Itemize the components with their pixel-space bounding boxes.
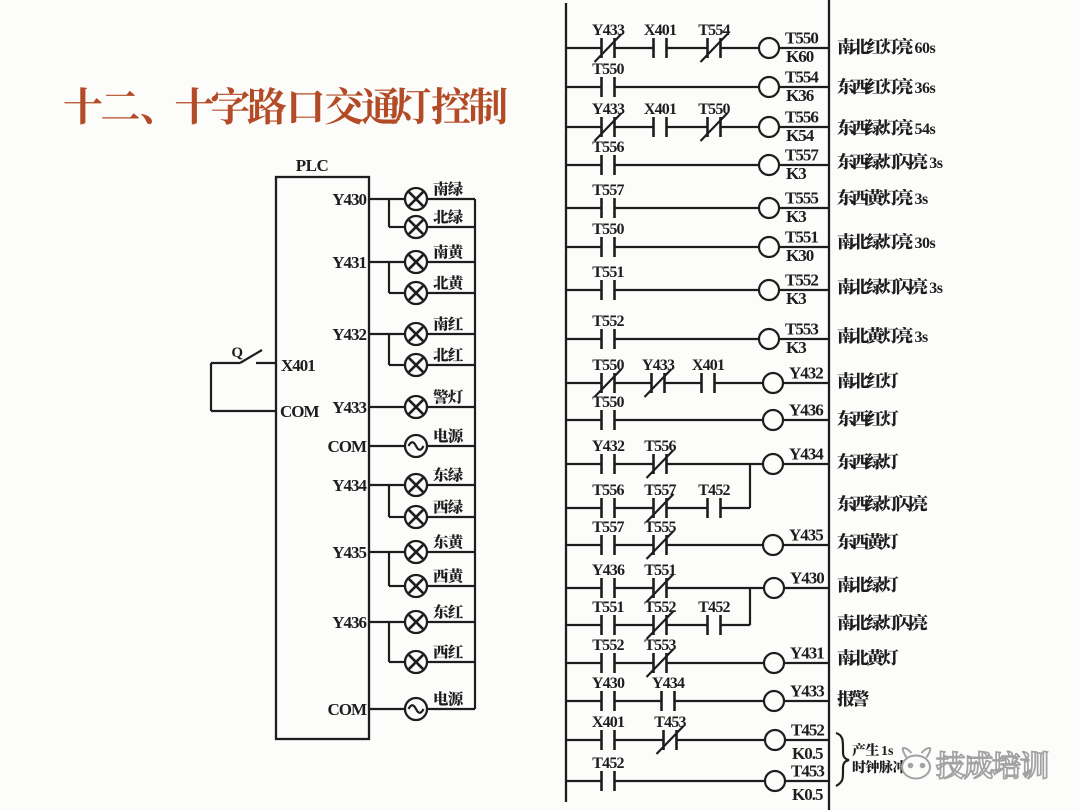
- svg-text:Y432: Y432: [332, 325, 366, 344]
- svg-text:1s: 1s: [881, 744, 894, 759]
- svg-text:Y430: Y430: [332, 190, 366, 209]
- svg-text:T550: T550: [785, 29, 818, 48]
- svg-text:T453: T453: [654, 714, 686, 731]
- svg-text:T555: T555: [644, 519, 676, 536]
- svg-text:Y434: Y434: [652, 675, 685, 692]
- svg-text:K36: K36: [786, 86, 814, 105]
- svg-text:T556: T556: [592, 139, 624, 156]
- svg-text:COM: COM: [327, 437, 367, 456]
- svg-text:Y433: Y433: [332, 398, 366, 417]
- svg-text:T557: T557: [644, 482, 676, 499]
- svg-text:Y433: Y433: [642, 357, 675, 374]
- svg-text:30s: 30s: [915, 235, 936, 252]
- svg-text:COM: COM: [280, 402, 320, 421]
- svg-text:T452: T452: [592, 755, 624, 772]
- svg-text:Y430: Y430: [790, 569, 824, 588]
- svg-text:Y434: Y434: [789, 445, 824, 464]
- svg-text:T453: T453: [791, 762, 824, 781]
- svg-text:T557: T557: [592, 519, 624, 536]
- svg-text:Y436: Y436: [332, 613, 366, 632]
- svg-text:T556: T556: [644, 438, 676, 455]
- svg-text:T550: T550: [592, 394, 624, 411]
- svg-text:Y431: Y431: [332, 253, 366, 272]
- svg-text:Y434: Y434: [332, 476, 367, 495]
- svg-text:Y433: Y433: [592, 22, 625, 39]
- svg-text:Y435: Y435: [332, 543, 366, 562]
- svg-text:T553: T553: [644, 637, 676, 654]
- svg-text:T554: T554: [785, 68, 819, 87]
- svg-text:Q: Q: [231, 345, 243, 361]
- svg-text:3s: 3s: [915, 329, 929, 346]
- svg-text:Y433: Y433: [790, 682, 824, 701]
- svg-text:T551: T551: [785, 228, 818, 247]
- svg-text:60s: 60s: [915, 40, 936, 57]
- svg-text:36s: 36s: [915, 80, 936, 97]
- svg-text:Y431: Y431: [790, 644, 824, 663]
- svg-text:T452: T452: [791, 721, 824, 740]
- svg-text:T551: T551: [644, 562, 676, 579]
- svg-text:T550: T550: [592, 61, 624, 78]
- svg-text:T452: T452: [698, 599, 730, 616]
- svg-text:K3: K3: [786, 338, 806, 357]
- svg-text:K54: K54: [786, 126, 815, 145]
- svg-text:Y436: Y436: [592, 562, 625, 579]
- svg-text:T550: T550: [592, 357, 624, 374]
- svg-text:3s: 3s: [929, 280, 943, 297]
- svg-text:K3: K3: [786, 207, 806, 226]
- svg-text:T452: T452: [698, 482, 730, 499]
- svg-text:Y436: Y436: [789, 401, 823, 420]
- svg-text:T555: T555: [785, 189, 818, 208]
- svg-text:T557: T557: [592, 182, 624, 199]
- svg-text:X401: X401: [692, 357, 725, 374]
- svg-text:X401: X401: [281, 356, 315, 375]
- svg-text:T552: T552: [592, 313, 624, 330]
- svg-text:T550: T550: [698, 101, 730, 118]
- svg-text:Y435: Y435: [789, 526, 823, 545]
- svg-text:T556: T556: [785, 108, 818, 127]
- svg-text:PLC: PLC: [296, 156, 329, 175]
- svg-text:Y432: Y432: [789, 364, 823, 383]
- svg-text:Y432: Y432: [592, 438, 625, 455]
- svg-text:T556: T556: [592, 482, 624, 499]
- svg-text:X401: X401: [644, 101, 677, 118]
- svg-text:X401: X401: [592, 714, 625, 731]
- svg-text:T554: T554: [698, 22, 730, 39]
- svg-text:Y430: Y430: [592, 675, 625, 692]
- svg-text:T552: T552: [592, 637, 624, 654]
- svg-text:K60: K60: [786, 47, 814, 66]
- svg-text:T553: T553: [785, 320, 818, 339]
- svg-text:X401: X401: [644, 22, 677, 39]
- svg-text:K30: K30: [786, 246, 814, 265]
- svg-text:T552: T552: [785, 271, 818, 290]
- svg-text:T550: T550: [592, 221, 624, 238]
- svg-text:3s: 3s: [929, 155, 943, 172]
- svg-text:K3: K3: [786, 289, 806, 308]
- svg-text:3s: 3s: [915, 191, 929, 208]
- svg-text:K0.5: K0.5: [792, 785, 823, 804]
- svg-text:T551: T551: [592, 264, 624, 281]
- svg-text:K0.5: K0.5: [792, 744, 823, 763]
- svg-text:T551: T551: [592, 599, 624, 616]
- svg-text:Y433: Y433: [592, 101, 625, 118]
- svg-text:T557: T557: [785, 146, 819, 165]
- svg-text:K3: K3: [786, 164, 806, 183]
- svg-text:54s: 54s: [915, 121, 936, 138]
- svg-text:COM: COM: [327, 700, 367, 719]
- svg-text:T552: T552: [644, 599, 676, 616]
